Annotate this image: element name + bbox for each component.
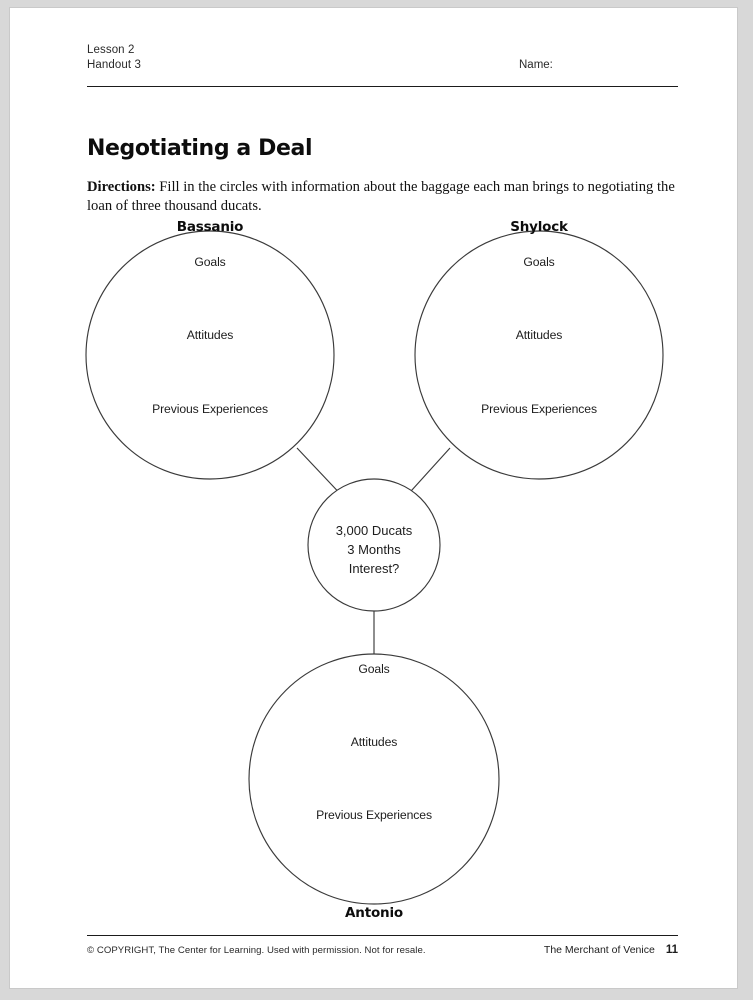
bassanio-field-goals: Goals — [194, 255, 226, 269]
label-antonio: Antonio — [345, 905, 403, 921]
directions-label: Directions: — [87, 179, 156, 195]
shylock-field-previous-experiences: Previous Experiences — [481, 402, 597, 416]
footer-source-title: The Merchant of Venice — [543, 944, 655, 956]
shylock-field-goals: Goals — [523, 255, 555, 269]
antonio-field-previous-experiences: Previous Experiences — [316, 808, 432, 822]
footer-page-number: 11 — [665, 944, 678, 956]
lesson-label: Lesson 2 — [87, 44, 135, 56]
header-divider — [87, 86, 678, 87]
footer-copyright: © COPYRIGHT, The Center for Learning. Us… — [87, 945, 426, 956]
bassanio-field-previous-experiences: Previous Experiences — [152, 402, 268, 416]
footer-source-block: The Merchant of Venice 11 — [544, 944, 678, 956]
deal-terms-line-2: 3 Months — [347, 542, 401, 557]
label-bassanio: Bassanio — [176, 219, 244, 235]
handout-label: Handout 3 — [87, 59, 141, 71]
antonio-field-goals: Goals — [358, 662, 390, 676]
connector-shylock-center — [401, 447, 451, 502]
connector-bassanio-center — [296, 447, 348, 502]
page-title: Negotiating a Deal — [87, 136, 313, 161]
directions-text: Fill in the circles with information abo… — [87, 179, 675, 214]
circle-antonio — [248, 653, 500, 905]
worksheet-page: Lesson 2 Handout 3 Name: Negotiating a D… — [10, 8, 737, 988]
deal-terms-line-1: 3,000 Ducats — [335, 523, 413, 538]
bassanio-field-attitudes: Attitudes — [186, 328, 234, 342]
name-field-label: Name: — [519, 59, 553, 71]
shylock-field-attitudes: Attitudes — [515, 328, 563, 342]
label-shylock: Shylock — [510, 219, 568, 235]
footer-divider — [87, 935, 678, 936]
page-header: Lesson 2 Handout 3 Name: — [87, 43, 678, 85]
antonio-field-attitudes: Attitudes — [350, 735, 398, 749]
directions-paragraph: Directions: Fill in the circles with inf… — [87, 178, 683, 216]
lesson-handout-block: Lesson 2 Handout 3 — [87, 43, 141, 73]
deal-terms-line-3: Interest? — [348, 561, 400, 576]
